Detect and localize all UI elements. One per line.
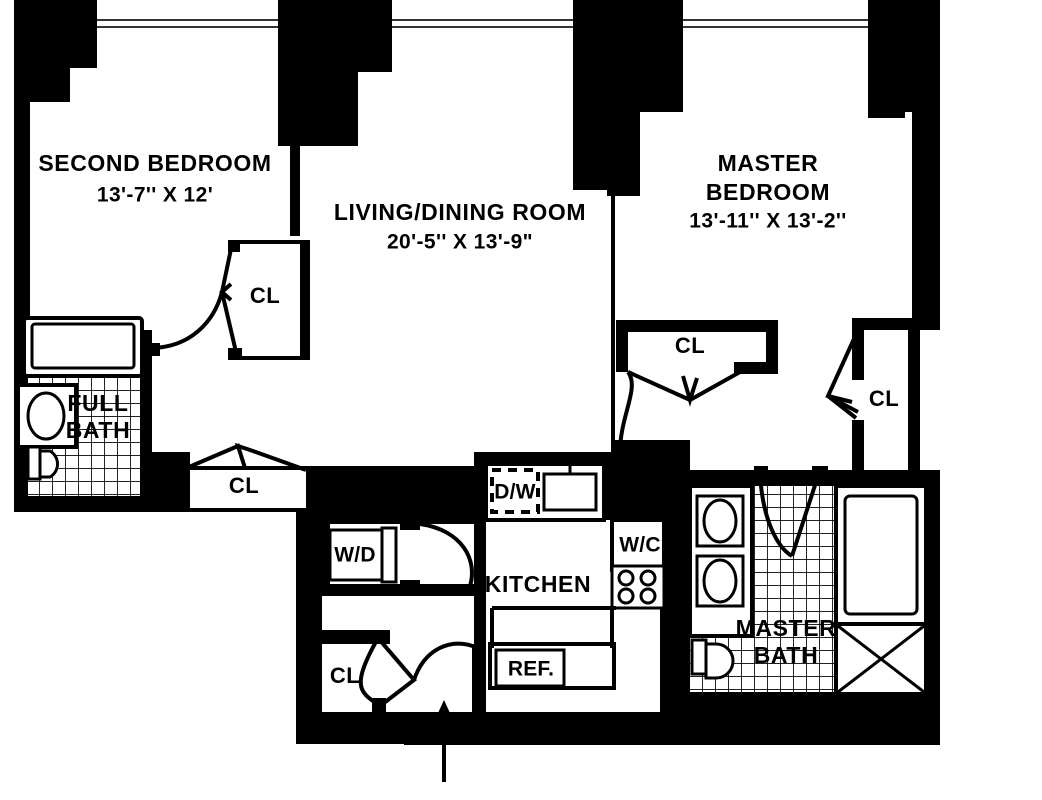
water-closet-box [610,518,666,572]
closet-master-right: CL [825,318,920,482]
room-second-bedroom: SECOND BEDROOM 13'-7'' X 12' [38,150,271,206]
refrigerator-box [494,648,566,688]
second-bedroom-label: SECOND BEDROOM [38,150,271,176]
toilet-bowl-master-bath [704,642,735,680]
full-bath-label-1: FULL [67,390,128,416]
full-bath-label-2: BATH [66,417,131,443]
structural-walls [140,440,940,745]
master-bath-label-2: BATH [754,642,819,668]
toilet-bowl-full-bath [38,449,60,479]
room-kitchen: D/W KITCHEN W/C REF. [474,452,684,745]
closet-second-bedroom: CL [148,240,310,360]
room-full-bath: FULL BATH [14,316,152,512]
sink-basin-1-master-bath [702,498,738,544]
sink-basin-2-master-bath [702,558,738,604]
master-bedroom-label-1: MASTER [718,150,819,176]
washer-dryer-label: W/D [334,544,375,567]
window-band [94,19,871,28]
room-master-bath: MASTER BATH [676,466,940,745]
closet-second-bedroom-label: CL [250,283,280,308]
toilet-tank-full-bath [26,445,42,481]
closet-entry-label: CL [330,663,360,688]
dishwasher-box [490,468,540,514]
closet-master-left-label: CL [675,333,705,358]
living-dining-label: LIVING/DINING ROOM [334,199,586,225]
toilet-tank-master-bath [690,638,708,676]
living-dining-dimensions: 20'-5'' X 13'-9" [387,231,533,254]
shower-x-icon [837,624,925,694]
master-bath-label-1: MASTER [736,615,837,641]
closet-master-right-label: CL [869,386,899,411]
master-bedroom-dimensions: 13'-11'' X 13'-2'' [689,210,846,233]
sink-basin-full-bath [26,391,66,441]
burner-icon [639,587,657,605]
burner-icon [617,587,635,605]
refrigerator-label: REF. [508,658,554,681]
closet-master-left: CL [616,320,778,454]
master-bedroom-label-2: BEDROOM [706,179,830,205]
room-living-dining: LIVING/DINING ROOM 20'-5'' X 13'-9" [334,190,615,452]
closet-entry: CL [296,630,486,744]
burner-icon [617,569,635,587]
closet-hall-opening [182,470,306,508]
kitchen-label: KITCHEN [485,571,591,597]
burner-icon [639,569,657,587]
kitchen-sink [542,472,598,512]
water-closet-label: W/C [619,534,660,557]
bathtub-inner-master-bath [843,494,919,616]
room-master-bedroom: MASTER BEDROOM 13'-11'' X 13'-2'' [689,150,846,232]
bathtub-inner-full-bath [30,322,136,370]
dishwasher-label: D/W [494,481,535,504]
washer-dryer-door-panel [380,526,398,584]
second-bedroom-dimensions: 13'-7'' X 12' [97,184,213,207]
closet-hall-label: CL [229,473,259,498]
closet-washer-dryer: W/D [318,512,474,596]
exterior-top-wall [14,0,940,340]
